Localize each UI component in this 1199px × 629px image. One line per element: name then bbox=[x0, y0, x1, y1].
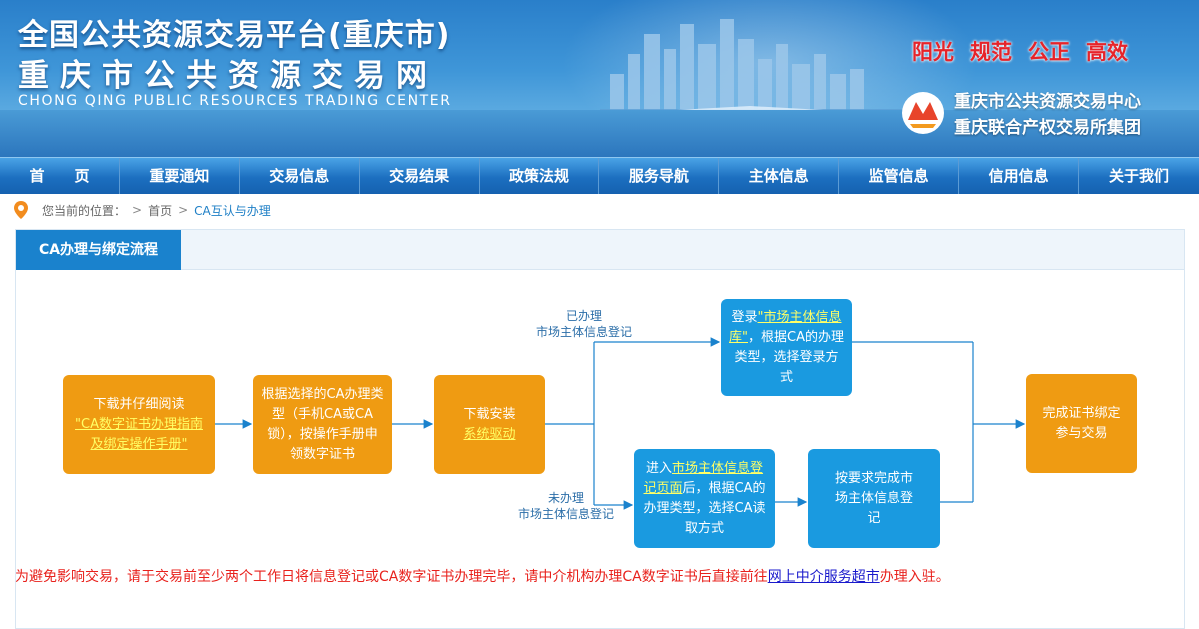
slogan-item: 高效 bbox=[1086, 40, 1128, 64]
system-driver-link[interactable]: 系统驱动 bbox=[463, 426, 516, 442]
step-complete-registration: 按要求完成市场主体信息登记 bbox=[808, 449, 940, 548]
agency-market-link[interactable]: 网上中介服务超市 bbox=[767, 569, 880, 585]
step4b-after: 后，根据CA的办理类型，选择CA读取方式 bbox=[643, 480, 766, 536]
step-install-driver: 下载安装 系统驱动 bbox=[434, 375, 545, 474]
branch-unregistered-line1: 未办理 bbox=[547, 491, 584, 505]
registration-page-link[interactable]: 市场主体信息登记页面 bbox=[643, 460, 764, 496]
step3-text: 下载安装 bbox=[463, 406, 516, 422]
breadcrumb-prefix: 您当前的位置： bbox=[42, 203, 127, 218]
nav-item-trade-info[interactable]: 交易信息 bbox=[240, 158, 360, 194]
breadcrumb-separator: > bbox=[178, 203, 189, 217]
nav-item-home[interactable]: 首 页 bbox=[0, 158, 120, 194]
org-name-center: 重庆市公共资源交易中心 bbox=[954, 92, 1141, 112]
step4a-after: ，根据CA的办理类型，选择登录方式 bbox=[734, 329, 844, 385]
site-subtitle: 重庆市公共资源交易网 bbox=[18, 58, 438, 94]
step-apply-certificate: 根据选择的CA办理类型（手机CA或CA锁），按操作手册申领数字证书 bbox=[253, 375, 392, 474]
branch-unregistered-line2: 市场主体信息登记 bbox=[517, 507, 614, 521]
nav-item-entity-info[interactable]: 主体信息 bbox=[719, 158, 840, 194]
step-login-entity-db: 登录"市场主体信息库"，根据CA的办理类型，选择登录方式 bbox=[721, 299, 852, 396]
notice-suffix: 办理入驻。 bbox=[879, 569, 950, 585]
breadcrumb-current[interactable]: CA互认与办理 bbox=[194, 203, 271, 218]
org-names: 重庆市公共资源交易中心 重庆联合产权交易所集团 bbox=[954, 89, 1141, 141]
notice-text: 为避免影响交易，请于交易前至少两个工作日将信息登记或CA数字证书办理完毕，请中介… bbox=[15, 566, 950, 586]
slogan-item: 公正 bbox=[1028, 40, 1070, 64]
branch-registered-line1: 已办理 bbox=[565, 309, 602, 323]
step-bind-and-trade: 完成证书绑定参与交易 bbox=[1026, 374, 1137, 473]
banner-water bbox=[0, 110, 1199, 157]
step5b-text: 按要求完成市场主体信息登记 bbox=[834, 470, 913, 526]
step4b-before: 进入 bbox=[645, 460, 672, 476]
org-name-group: 重庆联合产权交易所集团 bbox=[954, 118, 1141, 138]
main-nav: 首 页 重要通知 交易信息 交易结果 政策法规 服务导航 主体信息 监管信息 信… bbox=[0, 157, 1199, 194]
nav-item-about[interactable]: 关于我们 bbox=[1108, 167, 1169, 185]
step-download-guide: 下载并仔细阅读 "CA数字证书办理指南及绑定操作手册" bbox=[63, 375, 215, 474]
branch-label-unregistered: 未办理 市场主体信息登记 bbox=[514, 490, 618, 522]
step-enter-registration: 进入市场主体信息登记页面后，根据CA的办理类型，选择CA读取方式 bbox=[634, 449, 775, 548]
step4a-before: 登录 bbox=[731, 309, 758, 325]
org-logo-icon bbox=[902, 92, 944, 134]
nav-item-policies[interactable]: 政策法规 bbox=[480, 158, 600, 194]
site-title: 全国公共资源交易平台(重庆市) bbox=[18, 18, 451, 53]
nav-item-service-guide[interactable]: 服务导航 bbox=[599, 158, 720, 194]
guide-manual-link[interactable]: "CA数字证书办理指南及绑定操作手册" bbox=[75, 416, 203, 452]
notice-body: 为避免影响交易，请于交易前至少两个工作日将信息登记或CA数字证书办理完毕，请中介… bbox=[15, 569, 768, 585]
step2-text: 根据选择的CA办理类型（手机CA或CA锁），按操作手册申领数字证书 bbox=[261, 386, 384, 462]
site-header: 全国公共资源交易平台(重庆市) 重庆市公共资源交易网 CHONG QING PU… bbox=[0, 0, 1199, 157]
panel-header: CA办理与绑定流程 bbox=[16, 230, 1184, 270]
entity-db-link[interactable]: "市场主体信息库" bbox=[729, 309, 842, 345]
slogans: 阳光 规范 公正 高效 bbox=[912, 36, 1128, 66]
step1-text: 下载并仔细阅读 bbox=[93, 396, 185, 412]
nav-item-supervision[interactable]: 监管信息 bbox=[839, 158, 960, 194]
nav-item-trade-results[interactable]: 交易结果 bbox=[360, 158, 480, 194]
tab-ca-process[interactable]: CA办理与绑定流程 bbox=[16, 230, 181, 270]
location-pin-icon bbox=[14, 201, 28, 219]
branch-label-registered: 已办理 市场主体信息登记 bbox=[532, 308, 636, 340]
final-step-text: 完成证书绑定参与交易 bbox=[1042, 405, 1121, 441]
slogan-item: 阳光 bbox=[912, 40, 954, 64]
nav-item-notices[interactable]: 重要通知 bbox=[120, 158, 240, 194]
slogan-item: 规范 bbox=[970, 40, 1012, 64]
site-title-english: CHONG QING PUBLIC RESOURCES TRADING CENT… bbox=[18, 93, 452, 109]
breadcrumb-separator: > bbox=[132, 203, 143, 217]
breadcrumb: 您当前的位置： > 首页 > CA互认与办理 bbox=[14, 200, 271, 220]
nav-item-credit[interactable]: 信用信息 bbox=[959, 158, 1080, 194]
breadcrumb-home-link[interactable]: 首页 bbox=[148, 203, 173, 218]
branch-registered-line2: 市场主体信息登记 bbox=[535, 325, 632, 339]
